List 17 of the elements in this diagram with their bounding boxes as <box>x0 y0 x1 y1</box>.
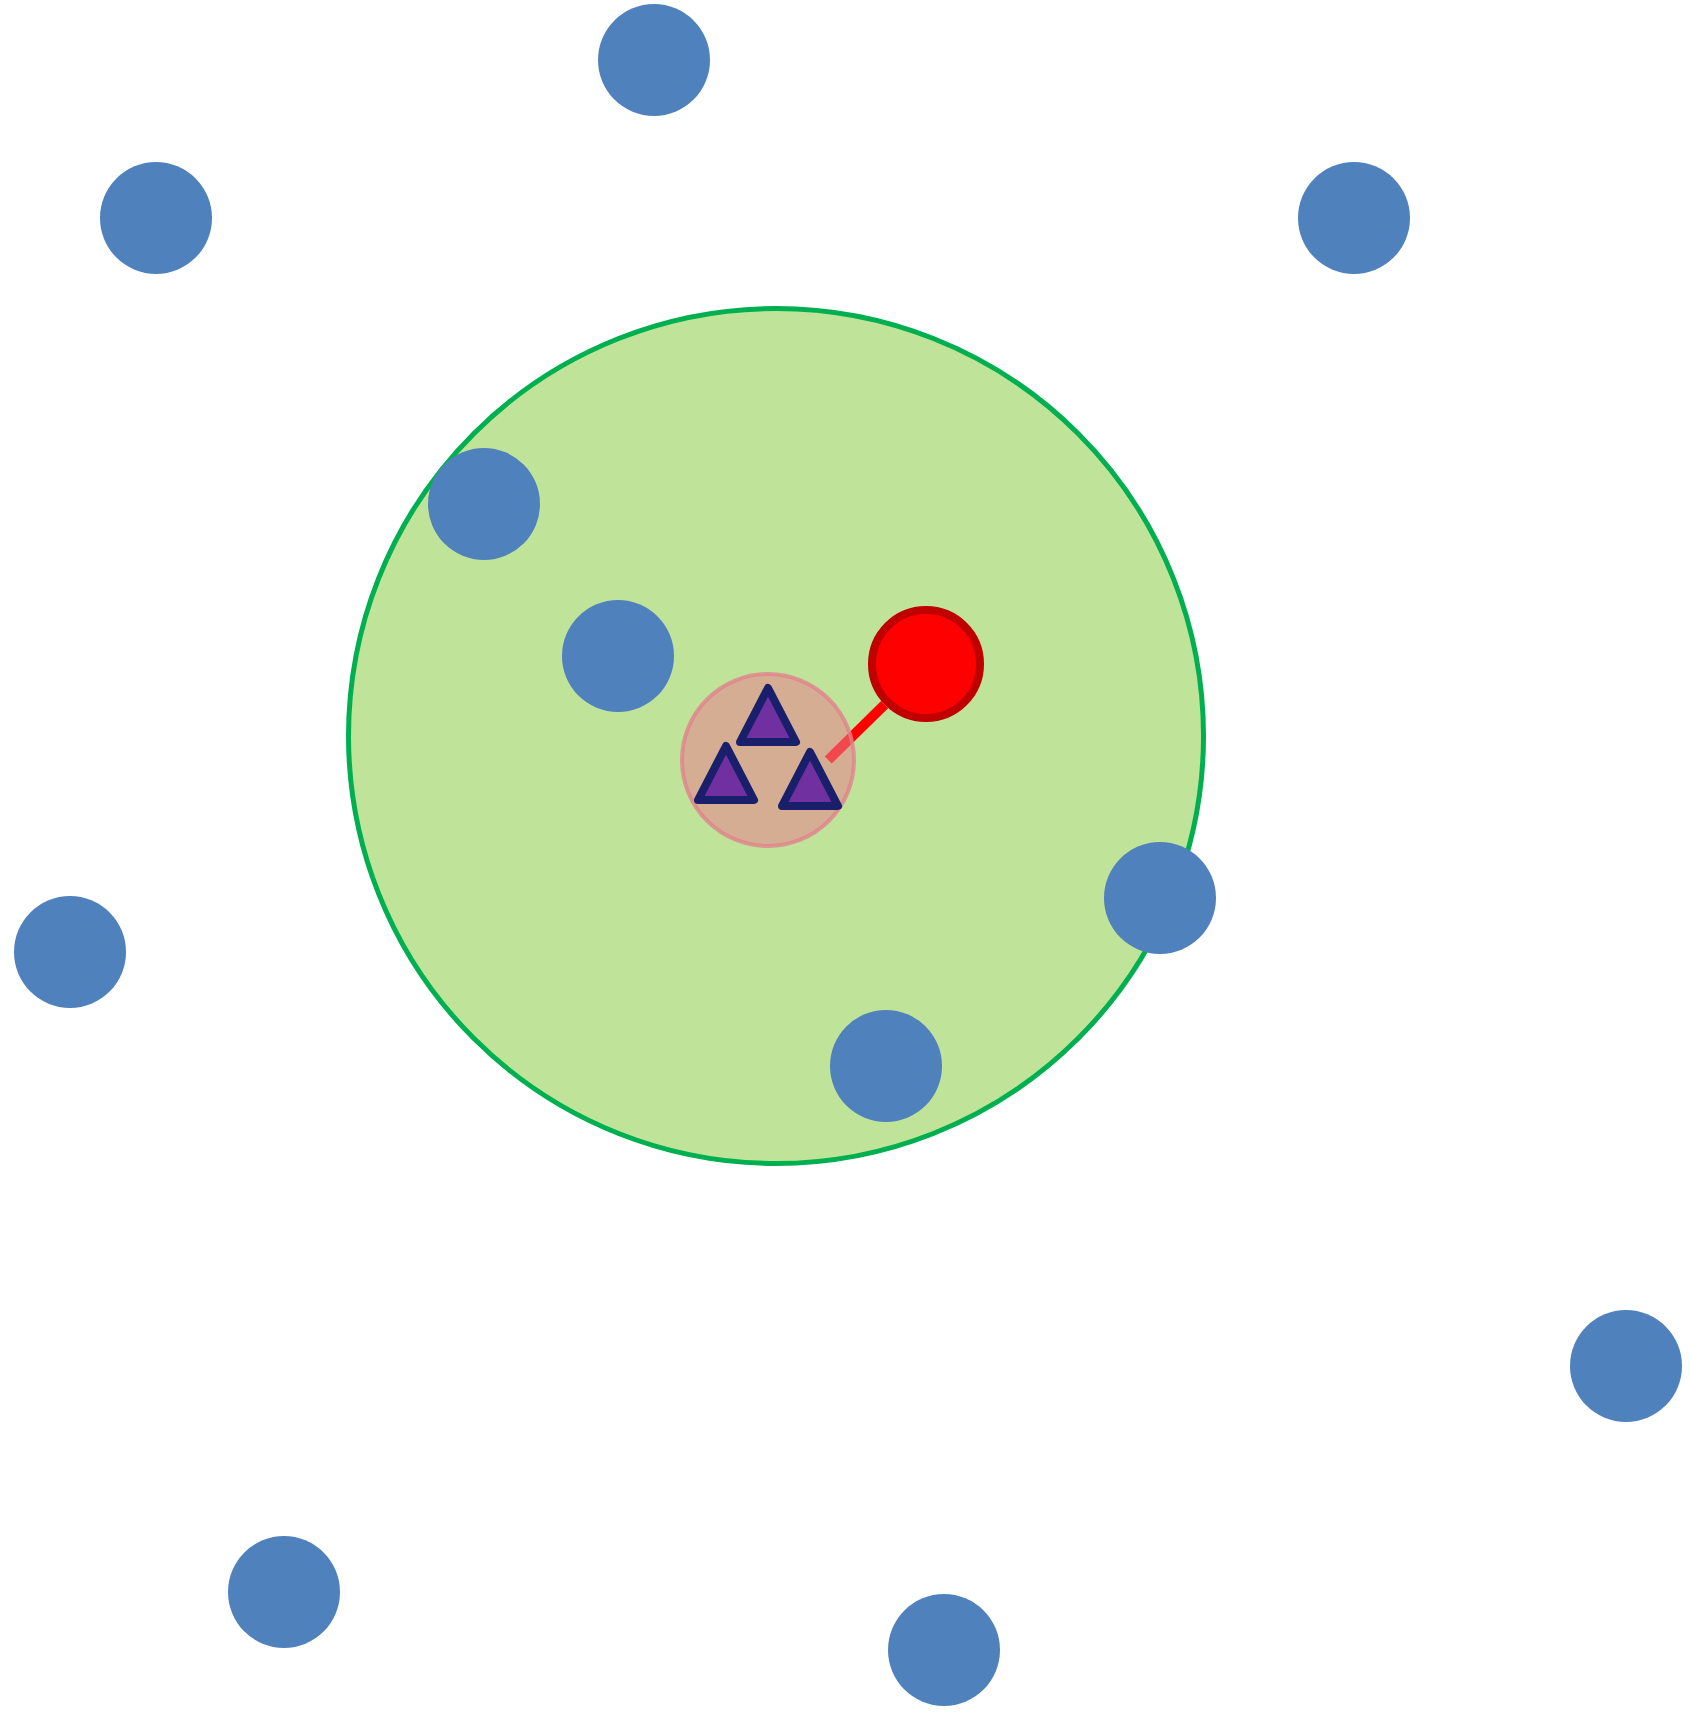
dot-circle <box>562 600 674 712</box>
dot-circle <box>1570 1310 1682 1422</box>
dot-circle <box>888 1594 1000 1706</box>
triangle-marker <box>778 746 842 810</box>
triangle-marker <box>736 682 800 746</box>
dot-circle <box>598 4 710 116</box>
triangle-marker <box>694 740 758 804</box>
dot-circle <box>100 162 212 274</box>
dot-circle <box>428 448 540 560</box>
dot-circle <box>1104 842 1216 954</box>
dot-circle <box>14 896 126 1008</box>
cluster-circle <box>680 672 856 848</box>
zone-circle <box>346 306 1206 1166</box>
dot-circle <box>1298 162 1410 274</box>
target-circle <box>868 606 984 722</box>
dot-circle <box>228 1536 340 1648</box>
dot-circle <box>830 1010 942 1122</box>
